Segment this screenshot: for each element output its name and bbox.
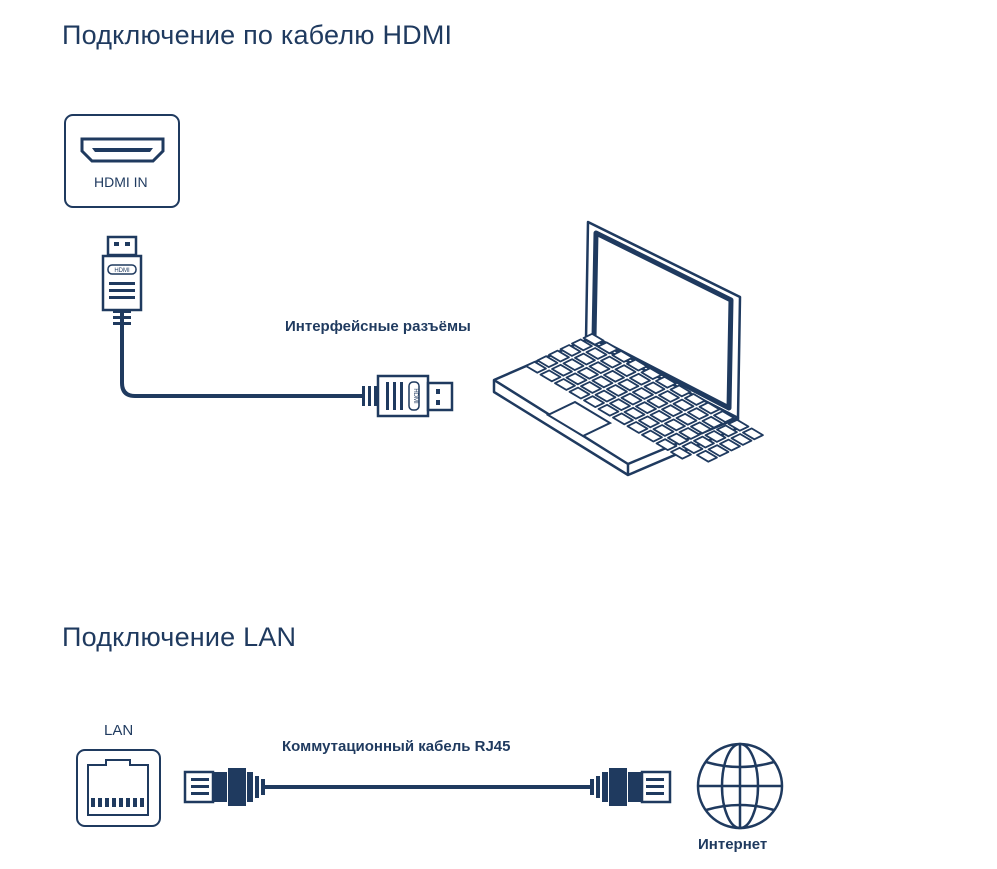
keyboard-key	[690, 421, 712, 435]
keyboard-key	[696, 449, 718, 463]
keyboard-key	[565, 372, 588, 386]
keyboard-key	[672, 398, 695, 412]
keyboard-key	[693, 435, 715, 449]
keyboard-key	[667, 432, 689, 446]
keyboard-key	[684, 393, 706, 406]
keyboard-key	[594, 389, 617, 403]
keyboard-key	[585, 347, 608, 360]
hdmi-in-port	[64, 114, 180, 208]
laptop-icon	[492, 220, 764, 477]
keyboard-key	[655, 438, 678, 452]
keyboard-key	[632, 387, 654, 400]
keyboard-key	[661, 404, 683, 418]
lan-port-label: LAN	[104, 722, 134, 739]
keyboard-key	[716, 424, 738, 438]
keyboard-key	[701, 415, 724, 429]
keyboard-key	[539, 369, 562, 383]
globe-icon	[696, 742, 784, 830]
keyboard-key	[713, 410, 735, 424]
keyboard-key	[623, 406, 646, 420]
keyboard-key	[719, 438, 741, 452]
hdmi-plug-vertical: HDMI	[101, 235, 143, 334]
keyboard-key	[664, 418, 686, 432]
hdmi-plug-text-horizontal: HDMI	[412, 388, 418, 404]
keyboard-key	[643, 381, 666, 395]
keyboard-key	[591, 375, 614, 389]
keyboard-key	[704, 430, 727, 443]
keyboard-key	[525, 360, 547, 374]
keyboard-key	[675, 412, 698, 426]
keyboard-key	[687, 407, 709, 421]
keyboard-key	[707, 444, 730, 458]
keyboard-key	[629, 372, 651, 386]
keyboard-key	[597, 403, 620, 417]
hdmi-port-icon	[80, 137, 165, 163]
hdmi-plug-text: HDMI	[114, 268, 130, 274]
keyboard-key	[652, 424, 675, 437]
hdmi-plug-horizontal: HDMI	[362, 374, 454, 418]
keyboard-key	[655, 375, 677, 389]
keyboard-key	[536, 355, 559, 369]
keyboard-key	[597, 341, 619, 355]
keyboard-key	[614, 364, 637, 378]
keyboard-key	[562, 358, 585, 372]
keyboard-key	[727, 418, 750, 432]
keyboard-key	[583, 395, 605, 409]
lan-port	[76, 749, 161, 827]
keyboard-key	[609, 398, 631, 412]
hdmi-port-label: HDMI IN	[94, 174, 148, 190]
keyboard-key	[641, 429, 663, 443]
hdmi-cable	[120, 333, 362, 398]
rj45-plug-right	[590, 768, 672, 806]
keyboard-key	[551, 363, 573, 377]
keyboard-key	[730, 433, 753, 446]
keyboard-key	[638, 415, 660, 429]
keyboard-key	[571, 338, 593, 352]
keyboard-key	[635, 401, 657, 415]
interface-connectors-label: Интерфейсные разъёмы	[285, 318, 471, 335]
hdmi-section-title: Подключение по кабелю HDMI	[62, 20, 453, 50]
keyboard-key	[600, 355, 622, 369]
keyboard-key	[574, 352, 596, 366]
keyboard-key	[698, 401, 721, 415]
keyboard-key	[582, 332, 605, 346]
keyboard-key	[612, 412, 634, 426]
rj45-plug-left	[183, 768, 265, 806]
keyboard-key	[678, 427, 701, 440]
keyboard-key	[580, 381, 602, 394]
keyboard-key	[742, 427, 764, 441]
keyboard-key	[620, 392, 643, 406]
keyboard-key	[669, 384, 692, 398]
keyboard-key	[548, 349, 570, 363]
keyboard-key	[681, 441, 704, 455]
keyboard-key	[554, 378, 576, 391]
keyboard-key	[640, 367, 663, 381]
keyboard-key	[588, 361, 611, 375]
keyboard-key	[670, 446, 692, 460]
keyboard-key	[559, 344, 582, 357]
keyboard-key	[649, 409, 672, 423]
lan-section-title: Подключение LAN	[62, 622, 297, 652]
rj45-cable-label: Коммутационный кабель RJ45	[282, 738, 511, 755]
keyboard-key	[626, 358, 648, 372]
keyboard-key	[617, 378, 640, 392]
keyboard-key	[658, 390, 680, 403]
internet-label: Интернет	[698, 836, 768, 853]
keyboard-key	[568, 386, 591, 400]
keyboard-key	[611, 350, 634, 363]
keyboard-key	[646, 395, 669, 409]
keyboard-key	[606, 384, 628, 397]
keyboard-key	[626, 421, 649, 434]
keyboard-key	[603, 369, 625, 383]
keyboard-key	[577, 366, 599, 380]
